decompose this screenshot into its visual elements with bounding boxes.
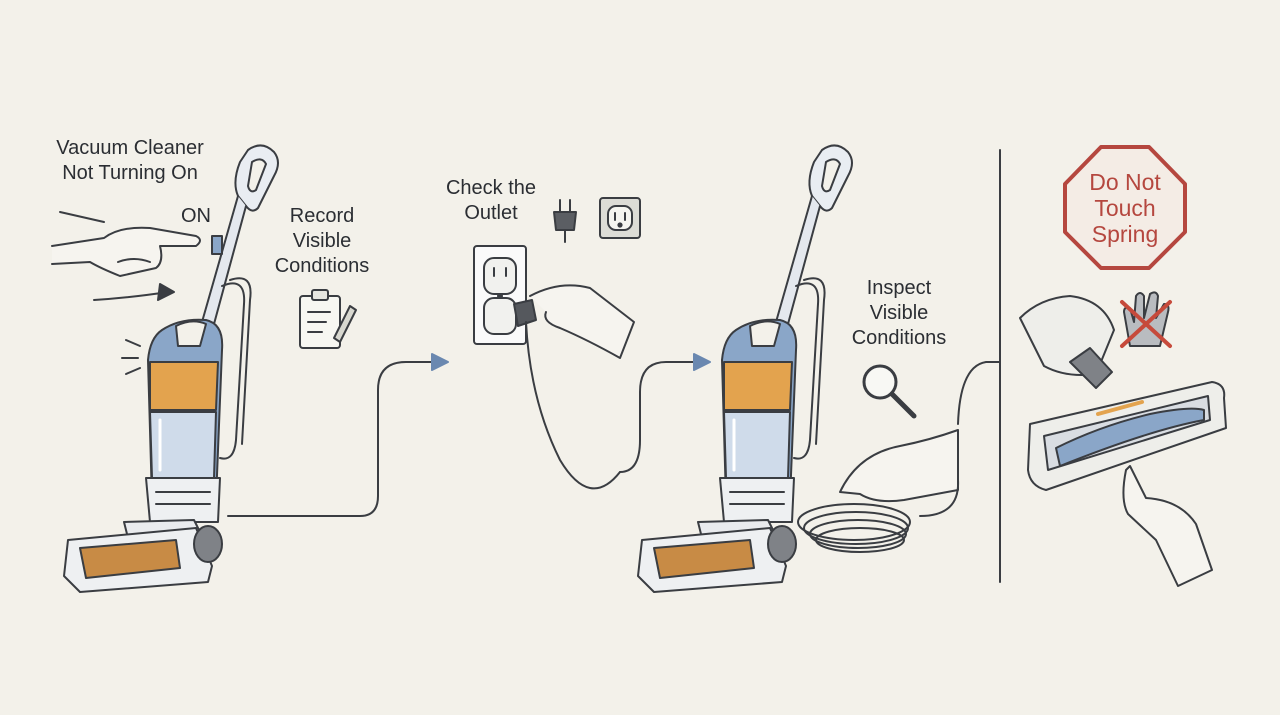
record-conditions-label: Record Visible Conditions xyxy=(270,204,374,279)
magnifier-icon xyxy=(862,364,917,419)
power-cord xyxy=(525,321,621,490)
clipboard-icon xyxy=(299,289,357,349)
nozzle-brush-head xyxy=(1019,295,1227,491)
hand-pointing-at-brush xyxy=(1122,465,1213,587)
plug xyxy=(513,299,537,327)
inspect-line-3: Conditions xyxy=(851,327,947,349)
coiled-cord xyxy=(797,503,911,553)
flow-arrowhead-2 xyxy=(693,353,711,371)
outlet-icon xyxy=(599,197,641,239)
warning-sign-text: Do Not Touch Spring xyxy=(1075,169,1175,247)
record-line-3: Conditions xyxy=(274,255,370,277)
flow-connector-3 xyxy=(957,361,1001,425)
inspect-line-2: Visible xyxy=(869,302,929,324)
hand-at-outlet xyxy=(529,284,635,359)
warning-line-1: Do Not xyxy=(1089,169,1161,195)
title-line-2: Not Turning On xyxy=(62,162,198,184)
flow-arrowhead-1 xyxy=(431,353,449,371)
plug-icon xyxy=(553,199,577,243)
check-outlet-label: Check the Outlet xyxy=(436,176,546,226)
motion-arrowhead xyxy=(157,283,175,301)
warning-line-3: Spring xyxy=(1091,221,1159,247)
motion-arrow xyxy=(93,291,169,301)
inspect-line-1: Inspect xyxy=(866,277,932,299)
outlet-line-1: Check the xyxy=(445,177,537,199)
wall-outlet xyxy=(473,245,527,345)
vacuum-cleaner-1 xyxy=(63,144,279,593)
title-label: Vacuum Cleaner Not Turning On xyxy=(40,136,220,186)
record-line-2: Visible xyxy=(292,230,352,252)
warning-line-2: Touch xyxy=(1094,195,1156,221)
title-line-1: Vacuum Cleaner xyxy=(56,137,204,159)
pointing-hand xyxy=(51,211,201,277)
flow-connector-4 xyxy=(919,479,960,517)
inspect-conditions-label: Inspect Visible Conditions xyxy=(846,276,952,351)
on-label: ON xyxy=(181,205,211,227)
flow-connector-2 xyxy=(619,361,695,473)
outlet-line-2: Outlet xyxy=(464,202,518,224)
hand-inspecting-cord xyxy=(839,429,959,503)
record-line-1: Record xyxy=(289,205,355,227)
stop-sign-icon xyxy=(1063,145,1187,270)
flow-connector-1 xyxy=(227,361,433,517)
vibration-marks xyxy=(121,339,141,375)
vacuum-cleaner-2 xyxy=(637,144,853,593)
no-hand-icon xyxy=(1120,291,1172,348)
